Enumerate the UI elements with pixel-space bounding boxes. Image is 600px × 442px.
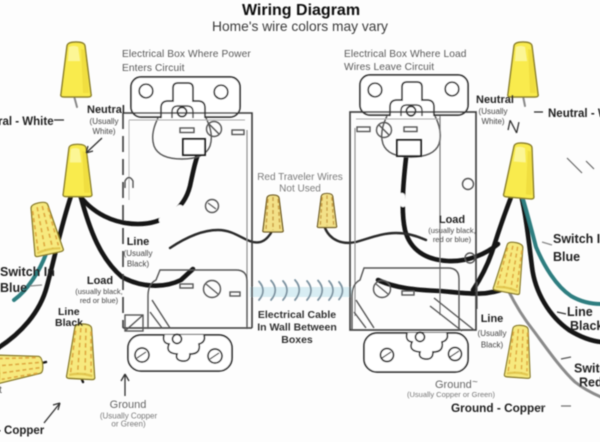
svg-text:Electrical Cable: Electrical Cable	[258, 309, 336, 321]
svg-text:White): White)	[481, 117, 504, 126]
svg-text:Line: Line	[567, 305, 593, 319]
svg-text:Black): Black)	[127, 260, 150, 269]
svg-text:In Wall Between: In Wall Between	[257, 322, 337, 334]
svg-text:Ground - Copper: Ground - Copper	[451, 401, 546, 415]
svg-text:White): White)	[92, 127, 115, 136]
svg-text:~: ~	[472, 377, 478, 388]
svg-text:Switch In: Switch In	[0, 265, 55, 279]
svg-text:Ground: Ground	[110, 399, 147, 411]
svg-text:(Usually: (Usually	[478, 329, 507, 338]
svg-text:(usually black,: (usually black,	[75, 287, 123, 296]
svg-text:Switch: Switch	[574, 362, 600, 376]
svg-text:red or blue): red or blue)	[80, 296, 119, 305]
svg-text:Black): Black)	[481, 341, 504, 350]
svg-text:Wiring Diagram: Wiring Diagram	[242, 2, 360, 19]
svg-text:Neutral - White: Neutral - White	[548, 108, 600, 120]
svg-text:red or blue): red or blue)	[433, 235, 472, 244]
svg-text:Not Used: Not Used	[279, 184, 321, 195]
svg-text:- Copper: - Copper	[0, 425, 45, 437]
svg-text:Blue: Blue	[553, 250, 580, 264]
svg-text:(Usually: (Usually	[479, 107, 508, 116]
svg-text:Black: Black	[55, 317, 83, 329]
svg-text:Line: Line	[58, 306, 80, 318]
svg-text:Enters Circuit: Enters Circuit	[122, 63, 185, 74]
svg-text:Black: Black	[570, 319, 600, 333]
svg-text:Switch In: Switch In	[553, 232, 600, 246]
svg-text:Wires Leave Circuit: Wires Leave Circuit	[344, 62, 434, 73]
svg-text:Load: Load	[439, 214, 465, 226]
svg-text:Red: Red	[579, 376, 600, 390]
svg-text:Ground: Ground	[435, 379, 472, 391]
svg-text:Neutral: Neutral	[476, 94, 514, 106]
svg-text:Home's wire colors may vary: Home's wire colors may vary	[212, 19, 388, 34]
svg-text:Boxes: Boxes	[281, 334, 313, 346]
svg-text:Electrical Box Where Load: Electrical Box Where Load	[344, 49, 467, 60]
svg-text:Line: Line	[481, 313, 504, 325]
svg-text:ral - White: ral - White	[0, 116, 54, 128]
svg-text:Load: Load	[87, 275, 113, 287]
svg-text:(usually black,: (usually black,	[428, 226, 476, 235]
svg-text:Blue: Blue	[0, 281, 27, 295]
svg-text:Line: Line	[127, 236, 150, 248]
svg-text:t: t	[0, 385, 2, 396]
svg-text:Red Traveler Wires: Red Traveler Wires	[257, 172, 343, 183]
svg-text:~: ~	[539, 402, 545, 413]
svg-text:Electrical Box Where Power: Electrical Box Where Power	[122, 49, 251, 60]
svg-text:(Usually: (Usually	[90, 117, 119, 126]
svg-text:or Green): or Green)	[111, 420, 146, 429]
svg-text:Neutral: Neutral	[87, 104, 125, 116]
svg-text:(Usually Copper or Green): (Usually Copper or Green)	[407, 390, 495, 399]
svg-text:(Usually: (Usually	[124, 249, 153, 258]
svg-text:(Usually Copper: (Usually Copper	[100, 412, 158, 421]
